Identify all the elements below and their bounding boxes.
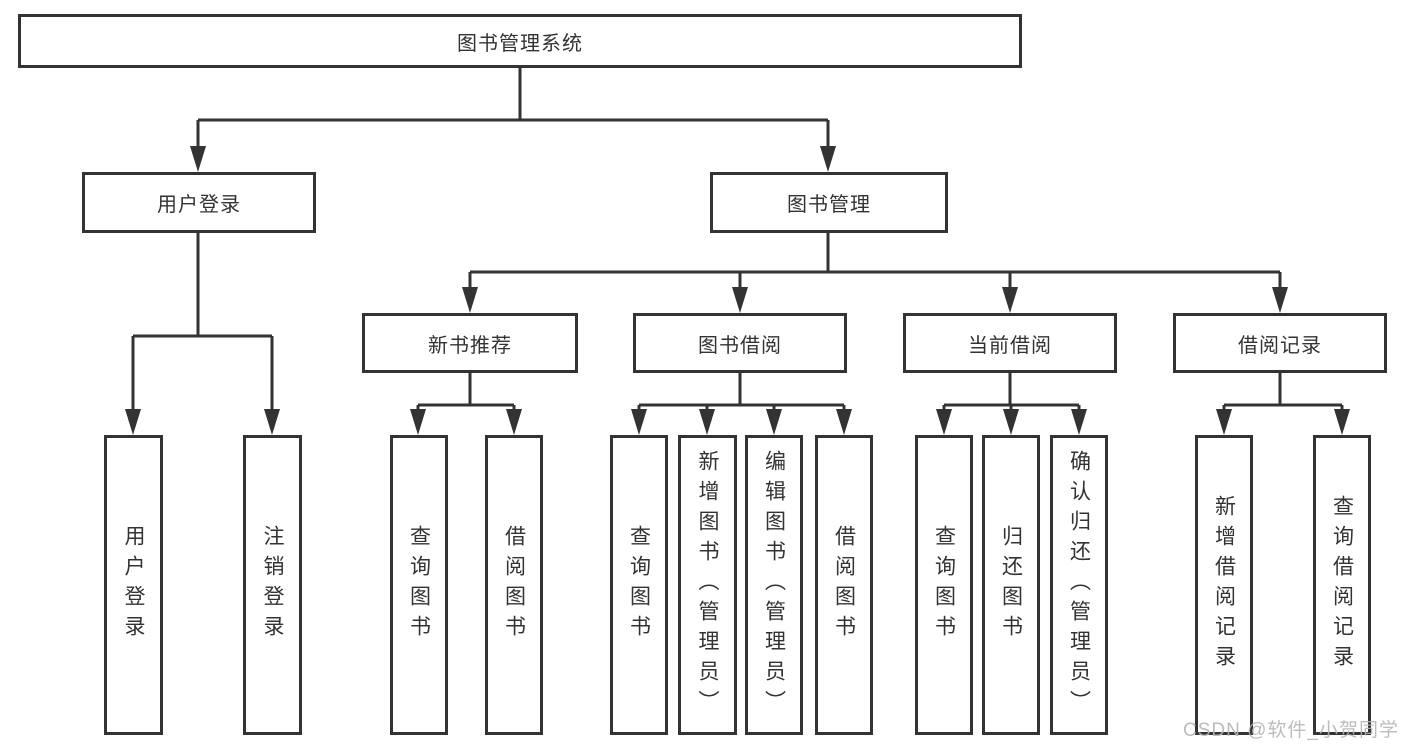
connector-records-to-leaves bbox=[1222, 373, 1344, 413]
leaf-add-borrow-record: 新增借阅记录 bbox=[1195, 435, 1253, 735]
leaf-query-books-borrowing: 查询图书 bbox=[610, 435, 668, 735]
leaf-query-books-current: 查询图书 bbox=[915, 435, 973, 735]
leaf-logout: 注销登录 bbox=[243, 435, 302, 735]
node-label: 图书管理 bbox=[787, 194, 871, 216]
arrow-down-icon bbox=[1272, 287, 1288, 313]
connector-newbook-to-leaves bbox=[416, 373, 516, 413]
leaf-add-books-admin: 新增图书（管理员） bbox=[678, 435, 737, 735]
leaf-confirm-return-admin: 确认归还（管理员） bbox=[1050, 435, 1108, 735]
node-new-book-recommend: 新书推荐 bbox=[362, 313, 578, 373]
node-label: 新书推荐 bbox=[428, 334, 512, 357]
node-label: 归还图书 bbox=[999, 525, 1023, 645]
node-user-login: 用户登录 bbox=[82, 172, 316, 233]
node-label: 图书借阅 bbox=[698, 334, 782, 357]
arrow-down-icon bbox=[462, 287, 478, 313]
arrow-down-icon bbox=[732, 287, 748, 313]
arrow-down-icon bbox=[506, 409, 522, 435]
connector-current-to-leaves bbox=[942, 373, 1081, 413]
leaf-user-login: 用户登录 bbox=[104, 435, 163, 735]
leaf-borrow-books: 借阅图书 bbox=[815, 435, 873, 735]
connector-userlogin-to-leaves bbox=[131, 233, 274, 413]
leaf-edit-books-admin: 编辑图书（管理员） bbox=[745, 435, 803, 735]
leaf-borrow-books-recommend: 借阅图书 bbox=[485, 435, 543, 735]
leaf-query-borrow-record: 查询借阅记录 bbox=[1313, 435, 1371, 735]
connector-borrowing-to-leaves bbox=[637, 373, 846, 413]
node-label: 借阅记录 bbox=[1238, 334, 1322, 357]
node-borrowing-records: 借阅记录 bbox=[1173, 313, 1387, 373]
arrow-down-icon bbox=[410, 409, 426, 435]
connector-bookmgmt-to-level3 bbox=[468, 233, 1282, 291]
arrow-down-icon bbox=[1003, 409, 1019, 435]
node-label: 注销登录 bbox=[261, 525, 284, 645]
arrow-down-icon bbox=[264, 409, 280, 435]
arrow-down-icon bbox=[766, 409, 782, 435]
node-label: 当前借阅 bbox=[968, 334, 1052, 357]
node-label: 查询借阅记录 bbox=[1330, 495, 1354, 675]
node-book-management: 图书管理 bbox=[710, 172, 948, 233]
node-label: 查询图书 bbox=[627, 525, 651, 645]
node-label: 用户登录 bbox=[157, 194, 241, 216]
node-book-borrowing: 图书借阅 bbox=[633, 313, 847, 373]
node-label: 新增图书（管理员） bbox=[696, 450, 719, 720]
node-label: 用户登录 bbox=[122, 525, 145, 645]
node-label: 图书管理系统 bbox=[457, 32, 583, 55]
node-label: 确认归还（管理员） bbox=[1067, 450, 1091, 720]
arrow-down-icon bbox=[1071, 409, 1087, 435]
arrow-down-icon bbox=[1002, 287, 1018, 313]
node-current-borrowing: 当前借阅 bbox=[903, 313, 1117, 373]
node-label: 编辑图书（管理员） bbox=[762, 450, 786, 720]
node-label: 借阅图书 bbox=[502, 525, 526, 645]
csdn-watermark: CSDN @软件_小贺同学 bbox=[1183, 720, 1399, 741]
node-library-management-system: 图书管理系统 bbox=[18, 14, 1022, 68]
arrow-down-icon bbox=[836, 409, 852, 435]
arrow-down-icon bbox=[936, 409, 952, 435]
node-label: 借阅图书 bbox=[832, 525, 856, 645]
arrow-down-icon bbox=[190, 146, 206, 172]
node-label: 查询图书 bbox=[932, 525, 956, 645]
arrow-down-icon bbox=[125, 409, 141, 435]
arrow-down-icon bbox=[699, 409, 715, 435]
node-label: 查询图书 bbox=[407, 525, 431, 645]
leaf-return-books: 归还图书 bbox=[982, 435, 1040, 735]
arrow-down-icon bbox=[631, 409, 647, 435]
arrow-down-icon bbox=[820, 146, 836, 172]
arrowheads bbox=[125, 146, 1350, 435]
node-label: 新增借阅记录 bbox=[1212, 495, 1236, 675]
connector-root-to-level2 bbox=[196, 68, 830, 150]
arrow-down-icon bbox=[1216, 409, 1232, 435]
arrow-down-icon bbox=[1334, 409, 1350, 435]
leaf-query-books-recommend: 查询图书 bbox=[390, 435, 448, 735]
